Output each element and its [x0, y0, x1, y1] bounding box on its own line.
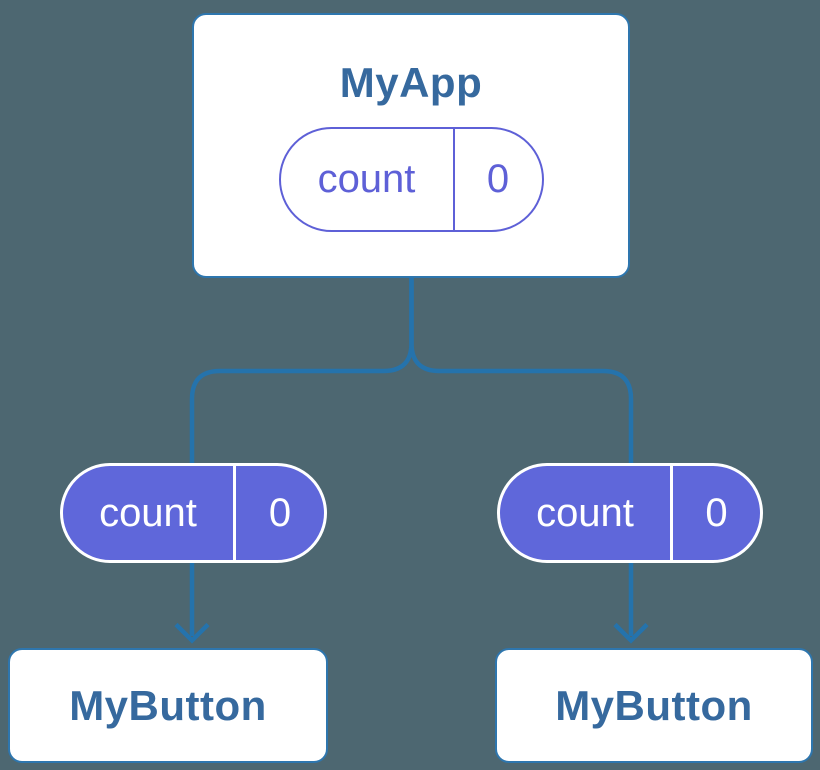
state-pill-value: 0: [452, 129, 542, 230]
component-card-mybutton-right: MyButton: [495, 648, 813, 763]
arrow-down-icon: [613, 622, 649, 644]
prop-pill-right: count 0: [497, 463, 763, 563]
state-pill: count 0: [278, 127, 544, 232]
state-pill-name: count: [317, 157, 416, 201]
component-card-mybutton-left: MyButton: [8, 648, 328, 763]
prop-pill-value: 0: [233, 466, 324, 560]
arrow-down-icon: [174, 622, 210, 644]
prop-pill-left: count 0: [60, 463, 327, 563]
component-title: MyApp: [339, 59, 483, 106]
component-card-myapp: MyApp count 0: [192, 13, 630, 278]
prop-pill-value: 0: [670, 466, 760, 560]
prop-pill-name: count: [99, 490, 197, 535]
edge-root-to-left-child: [189, 278, 414, 636]
component-title: MyButton: [555, 681, 753, 729]
edge-root-to-right-child: [409, 278, 634, 636]
prop-pill-name: count: [536, 490, 634, 535]
component-title: MyButton: [69, 681, 267, 729]
